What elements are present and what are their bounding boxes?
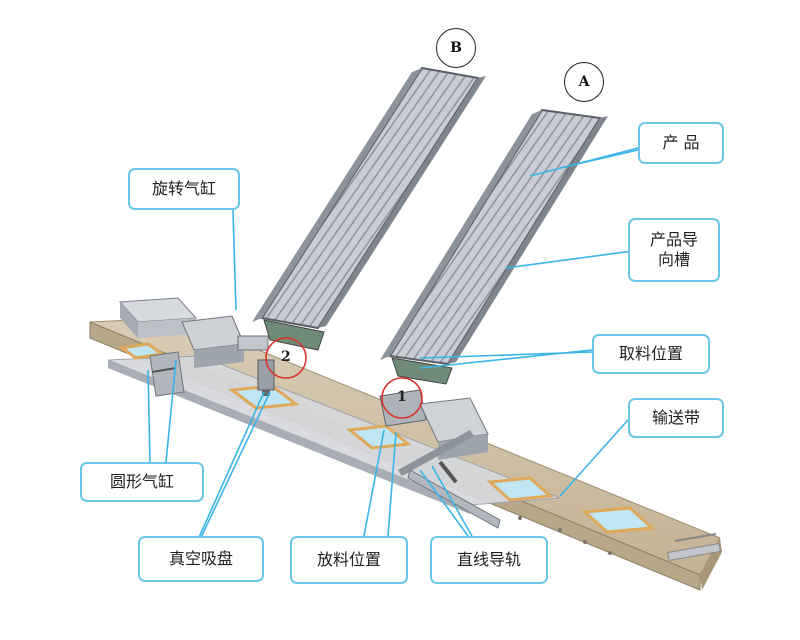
callout-product-guide-text: 产品导 向槽: [649, 230, 698, 269]
marker-b: B: [436, 28, 476, 68]
callout-product-text: 产 品: [662, 133, 700, 152]
callout-place-position: 放料位置: [290, 536, 408, 584]
callout-product-guide: 产品导 向槽: [628, 218, 720, 282]
callout-round-cylinder: 圆形气缸: [80, 462, 204, 502]
callout-vacuum-cup: 真空吸盘: [138, 536, 264, 582]
marker-a: A: [564, 62, 604, 102]
callout-linear-guide: 直线导轨: [430, 536, 548, 584]
marker-b-label: B: [450, 40, 462, 56]
product-guide-a: [380, 108, 608, 385]
rotary-cylinder-assembly: [118, 297, 269, 397]
callout-pick-position: 取料位置: [592, 334, 710, 374]
callout-pick-position-text: 取料位置: [618, 344, 683, 363]
callout-conveyor: 输送带: [628, 398, 724, 438]
callout-place-position-text: 放料位置: [316, 550, 381, 569]
callout-rotary-cylinder: 旋转气缸: [128, 168, 240, 210]
position-1-label: 1: [397, 389, 407, 405]
leader-lines: [147, 147, 641, 549]
callout-conveyor-text: 输送带: [651, 408, 700, 427]
place-position-highlight-1: [381, 377, 423, 419]
marker-a-label: A: [578, 74, 590, 90]
callout-product: 产 品: [638, 122, 724, 164]
callout-vacuum-cup-text: 真空吸盘: [168, 549, 233, 568]
callout-linear-guide-text: 直线导轨: [456, 550, 521, 569]
callout-rotary-cylinder-text: 旋转气缸: [151, 179, 216, 198]
pick-position-highlight-2: [265, 337, 307, 379]
product-guide-b: [252, 66, 486, 351]
callout-round-cylinder-text: 圆形气缸: [109, 472, 174, 491]
position-2-label: 2: [281, 349, 291, 365]
